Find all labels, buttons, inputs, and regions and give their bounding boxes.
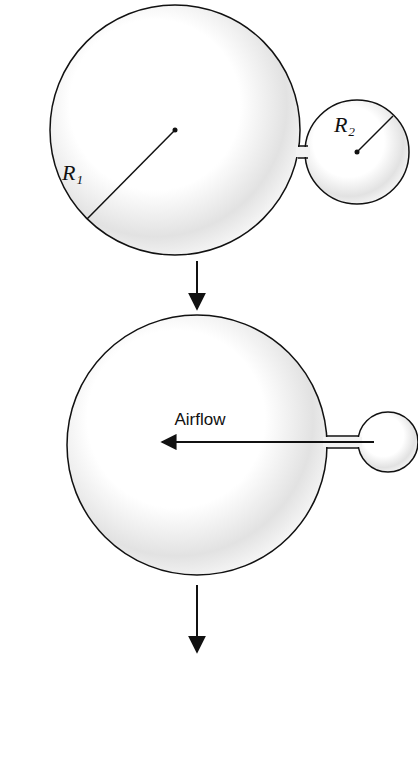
radius-line (357, 116, 393, 152)
bubble: R₂ (305, 100, 409, 204)
bubble-outline (305, 100, 411, 206)
bubble-neck (298, 145, 308, 147)
airflow-arrow (162, 441, 374, 443)
bubble-outline (67, 315, 329, 577)
large-bubble-fill (67, 315, 327, 575)
center-dot (173, 128, 178, 133)
down-arrow (196, 585, 198, 652)
bubble-outline (305, 100, 409, 204)
bubble-neck (326, 447, 359, 449)
center-dot (355, 150, 360, 155)
down-arrow (196, 261, 198, 309)
bubble: Airflow (67, 315, 327, 575)
bubble-neck (296, 147, 310, 157)
small-bubble-fill (305, 100, 409, 204)
bubble-neck (323, 437, 362, 447)
radius-label: R₂ (334, 112, 355, 138)
bubble: R₁ (50, 5, 300, 255)
bubble-outline (67, 315, 327, 575)
small-bubble (358, 412, 418, 472)
flow-label: Airflow (174, 410, 225, 430)
bubble-neck (298, 157, 308, 159)
large-bubble-fill (50, 5, 300, 255)
bubble-outline (50, 5, 300, 255)
bubble-outline (50, 5, 302, 257)
radius-label: R₁ (62, 160, 83, 186)
radius-line (87, 130, 175, 219)
bubble-neck (326, 435, 359, 437)
